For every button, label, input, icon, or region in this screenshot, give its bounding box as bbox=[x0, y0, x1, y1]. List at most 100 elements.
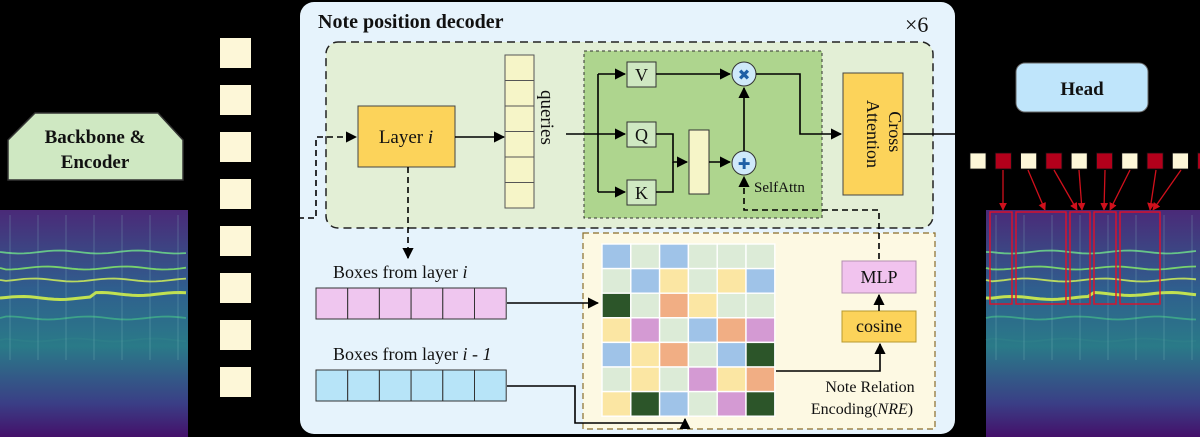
encoder-token bbox=[220, 367, 251, 397]
nre-label-line2: Encoding(NRE) bbox=[811, 401, 913, 418]
box-cell bbox=[347, 369, 380, 402]
layer-label: Layer bbox=[379, 127, 424, 148]
matrix-cell bbox=[716, 267, 747, 294]
red-arrow bbox=[1100, 169, 1109, 211]
v-box: V bbox=[626, 61, 657, 88]
red-arrow bbox=[1147, 169, 1157, 211]
box-cell bbox=[410, 287, 444, 320]
note-token bbox=[994, 152, 1012, 170]
matrix-cell bbox=[716, 366, 747, 393]
box-cell bbox=[347, 287, 380, 320]
multiply-operator: ✖ bbox=[731, 61, 757, 87]
matrix-cell bbox=[687, 292, 718, 319]
encoder-token bbox=[220, 179, 251, 209]
boxes-current-label: Boxes from layer i bbox=[333, 262, 467, 282]
box-cell bbox=[474, 369, 507, 402]
matrix-cell bbox=[601, 292, 632, 319]
queries-stack bbox=[504, 54, 535, 209]
matrix-cell bbox=[745, 243, 776, 270]
red-arrow bbox=[1077, 169, 1086, 211]
matrix-cell bbox=[745, 341, 776, 368]
box-cell bbox=[442, 369, 475, 402]
svg-text:MLP: MLP bbox=[860, 267, 897, 287]
spectrogram-harmonic bbox=[0, 315, 187, 321]
matrix-cell bbox=[601, 317, 632, 344]
layer-i-block: Layer i bbox=[357, 105, 456, 168]
matrix-cell bbox=[716, 317, 747, 344]
matrix-cell bbox=[687, 341, 718, 368]
note-token bbox=[1121, 152, 1139, 170]
backbone-label-line1: Backbone & bbox=[45, 127, 146, 148]
spectrogram-harmonic bbox=[985, 337, 1197, 343]
boxes-current-row bbox=[315, 287, 507, 320]
box-cell bbox=[315, 287, 349, 320]
add-operator: ✚ bbox=[731, 150, 757, 176]
svg-text:Q: Q bbox=[635, 125, 648, 145]
spectrogram-harmonic bbox=[0, 249, 187, 255]
spectrogram-harmonic bbox=[985, 315, 1197, 321]
red-arrow bbox=[1053, 169, 1078, 211]
q-box: Q bbox=[626, 121, 657, 148]
nre-label-line1: Note Relation bbox=[825, 379, 914, 396]
svg-text:Head: Head bbox=[1060, 79, 1104, 100]
repeat-count: ×6 bbox=[905, 12, 928, 37]
matrix-cell bbox=[716, 390, 747, 417]
head-block: Head bbox=[1015, 62, 1149, 113]
query-slot bbox=[504, 182, 535, 209]
box-cell bbox=[378, 369, 412, 402]
queries-label: queries bbox=[536, 90, 557, 145]
svg-text:cosine: cosine bbox=[856, 316, 902, 336]
matrix-cell bbox=[745, 317, 776, 344]
decoder-title: Note position decoder bbox=[318, 11, 504, 33]
note-token bbox=[1020, 152, 1037, 170]
encoder-token bbox=[220, 226, 251, 256]
note-token bbox=[1070, 152, 1088, 170]
encoder-token bbox=[220, 320, 251, 350]
note-box bbox=[1015, 211, 1067, 305]
cross-attention-block: Cross Attention bbox=[842, 72, 905, 196]
svg-text:Cross Attention: Cross Attention bbox=[863, 100, 905, 168]
query-slot bbox=[504, 80, 535, 107]
note-token bbox=[1146, 152, 1164, 170]
matrix-cell bbox=[601, 341, 632, 368]
matrix-cell bbox=[601, 366, 632, 393]
matrix-cell bbox=[630, 366, 661, 393]
matrix-cell bbox=[630, 243, 661, 270]
encoder-token bbox=[220, 132, 251, 162]
input-spectrogram bbox=[0, 210, 188, 437]
red-arrow bbox=[1109, 169, 1131, 211]
matrix-cell bbox=[630, 390, 661, 417]
matrix-cell bbox=[630, 267, 661, 294]
spectrogram-harmonic bbox=[985, 249, 1197, 255]
note-box bbox=[1119, 211, 1161, 305]
encoder-token-column bbox=[220, 38, 251, 397]
backbone-encoder-block: Backbone & Encoder bbox=[7, 112, 184, 181]
cosine-block: cosine bbox=[841, 310, 917, 343]
spectrogram-harmonic bbox=[985, 265, 1197, 271]
note-token bbox=[969, 152, 987, 170]
matrix-cell bbox=[658, 390, 690, 417]
encoder-token bbox=[220, 38, 251, 68]
matrix-cell bbox=[716, 243, 747, 270]
red-arrow bbox=[1027, 169, 1046, 211]
svg-text:✖: ✖ bbox=[738, 66, 751, 84]
box-cell bbox=[315, 369, 349, 402]
matrix-cell bbox=[601, 390, 632, 417]
k-box: K bbox=[626, 179, 657, 206]
matrix-cell bbox=[716, 292, 747, 319]
matrix-cell bbox=[601, 243, 632, 270]
matrix-cell bbox=[687, 390, 718, 417]
relation-matrix bbox=[601, 243, 776, 417]
spectrogram-harmonic bbox=[985, 277, 1197, 283]
matrix-cell bbox=[658, 292, 690, 319]
matrix-cell bbox=[687, 317, 718, 344]
matrix-cell bbox=[745, 267, 776, 294]
matrix-cell bbox=[745, 366, 776, 393]
matrix-cell bbox=[601, 267, 632, 294]
note-token bbox=[1172, 152, 1189, 170]
backbone-label-line2: Encoder bbox=[61, 152, 130, 173]
matrix-cell bbox=[745, 292, 776, 319]
box-cell bbox=[410, 369, 444, 402]
matrix-cell bbox=[687, 243, 718, 270]
